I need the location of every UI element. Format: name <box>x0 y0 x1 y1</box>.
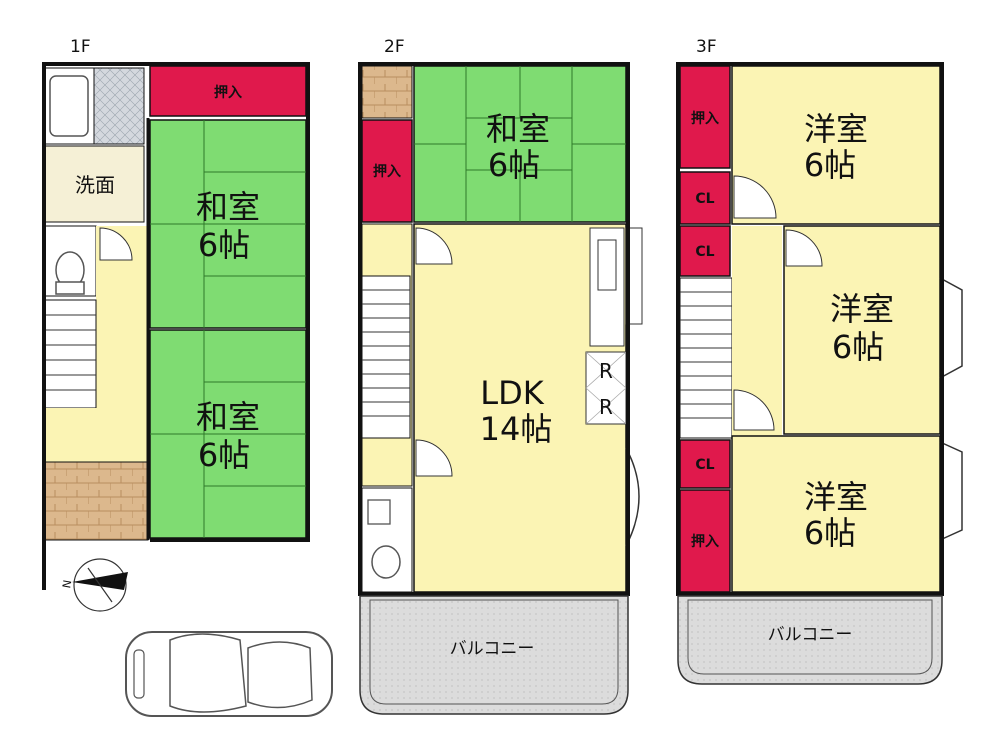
closet-cl-3f-3 <box>679 439 731 489</box>
bathroom-floor <box>93 67 145 145</box>
sink-icon-2f <box>367 499 391 525</box>
stairs-2f <box>361 275 411 439</box>
bathtub-icon <box>49 75 89 137</box>
room-3f-mid-name: 洋室 <box>830 290 894 328</box>
ldk-size: 14帖 <box>480 410 553 448</box>
cl-3f-3-label: CL <box>695 457 714 473</box>
room-3f-mid-size: 6帖 <box>832 328 884 366</box>
room-1f-lower-size: 6帖 <box>198 436 250 474</box>
room-2f-washitsu-size: 6帖 <box>488 146 540 184</box>
compass-icon: N <box>60 558 128 612</box>
door-swing-3f-a <box>733 175 777 219</box>
tatami-lines-2f <box>414 66 626 222</box>
balcony-3f-inner <box>687 599 933 675</box>
door-swing-3f-b <box>785 229 823 267</box>
stair-steps-1f <box>44 314 96 391</box>
door-swing-3f-c <box>733 389 775 431</box>
hall-landing-1f <box>44 408 148 462</box>
stair-steps-3f <box>680 291 732 419</box>
bay-window-3f-bottom <box>939 441 963 541</box>
entrance-genkan <box>43 461 149 541</box>
floor-2f: 2F 押入 和室 6帖 R R LDK 14帖 <box>358 37 643 715</box>
room-3f-top-name: 洋室 <box>804 110 868 148</box>
balcony-3f-label: バルコニー <box>768 625 853 645</box>
room-3f-bottom-name: 洋室 <box>804 478 868 516</box>
balcony-2f-inner <box>369 599 619 705</box>
cl-3f-1-label: CL <box>695 191 714 207</box>
sink-icon-kitchen <box>597 239 617 291</box>
fridge-hatch <box>585 351 627 425</box>
walls-1f <box>42 62 310 542</box>
door-swing-2f-b <box>415 439 453 477</box>
balcony-2f-label: バルコニー <box>450 639 535 659</box>
toilet-tank <box>55 281 85 295</box>
car-icon <box>125 631 333 717</box>
walls-2f <box>358 62 630 596</box>
stair-steps-2f <box>362 289 410 417</box>
bay-window-3f-mid <box>939 277 963 379</box>
fridge-label-2: R <box>599 395 613 419</box>
floor-3f: 3F 押入 CL CL CL 押入 洋室 6帖 洋室 6帖 洋室 6帖 <box>676 37 963 685</box>
cl-3f-2-label: CL <box>695 244 714 260</box>
floor-3f-label: 3F <box>696 37 717 57</box>
door-swing-1f <box>99 227 133 261</box>
room-2f-washitsu-name: 和室 <box>486 110 550 148</box>
room-1f-lower-name: 和室 <box>196 398 260 436</box>
fridge-label-1: R <box>599 359 613 383</box>
closet-oshiire-2f <box>361 119 413 223</box>
closet-1f-label: 押入 <box>214 84 242 101</box>
washroom <box>43 145 145 223</box>
stairs-3f <box>679 277 733 439</box>
compass-north-label: N <box>60 579 74 589</box>
stairs-1f <box>43 299 97 409</box>
floor-1f-label: 1F <box>70 37 91 57</box>
tatami-lines-lower <box>150 330 306 538</box>
closet-oshiire-3f-bottom <box>679 489 731 593</box>
room-1f-upper-size: 6帖 <box>198 226 250 264</box>
floor-1f: 1F 押入 洗面 和室 6帖 和室 6帖 <box>42 37 333 717</box>
floor-2f-label: 2F <box>384 37 405 57</box>
toilet-icon-2f <box>371 545 401 579</box>
balcony-3f <box>677 595 943 685</box>
closet-2f-label: 押入 <box>373 163 401 180</box>
room-1f-upper-name: 和室 <box>196 188 260 226</box>
door-swing-2f-a <box>415 227 453 265</box>
washroom-label: 洗面 <box>75 173 115 197</box>
balcony-2f <box>359 595 629 715</box>
storage-wood-2f <box>361 65 413 119</box>
ldk-name: LDK <box>480 374 544 412</box>
room-3f-bottom-size: 6帖 <box>804 514 856 552</box>
closet-oshiire-1f <box>149 65 307 117</box>
walls-3f <box>676 62 944 596</box>
room-3f-top-size: 6帖 <box>804 146 856 184</box>
tatami-lines-upper <box>150 120 306 328</box>
closet-3f-bottom-label: 押入 <box>691 533 719 550</box>
closet-3f-top-label: 押入 <box>691 110 719 127</box>
